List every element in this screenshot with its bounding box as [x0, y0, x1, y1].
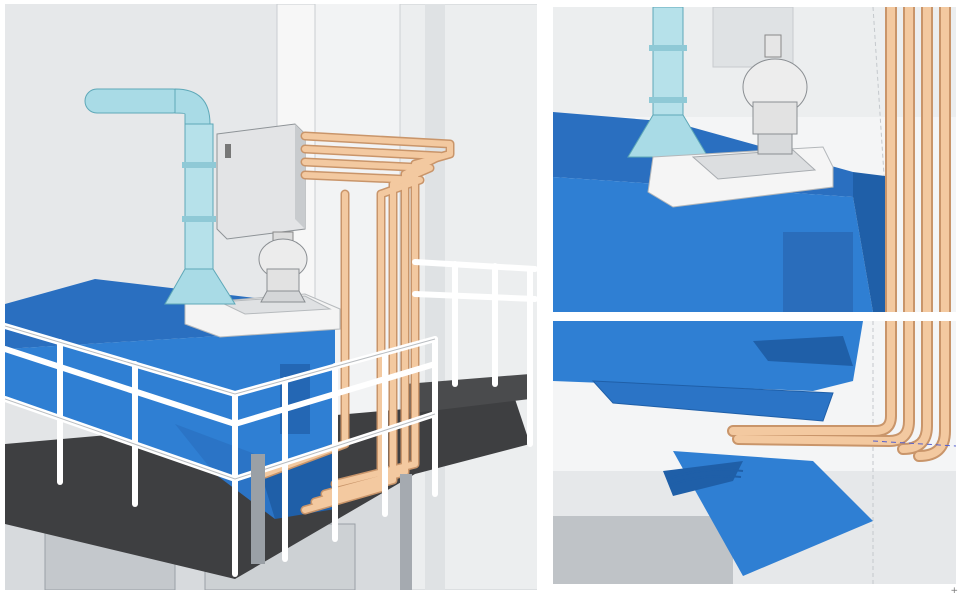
control-box: [216, 123, 306, 240]
bottom-detail-drawing: [553, 321, 956, 584]
detail-hopper-body: [553, 321, 863, 391]
duct-assembly: [84, 88, 236, 305]
detail-loader: [742, 34, 808, 155]
detail-hopper-flange: [591, 380, 834, 422]
top-detail-panel: [553, 7, 956, 312]
detail-duct: [627, 7, 709, 158]
support-post: [251, 454, 265, 564]
hopper-cone: [175, 424, 275, 519]
corner-mark: +: [950, 586, 958, 596]
top-detail-drawing: [553, 7, 956, 312]
overall-view-drawing: [5, 4, 537, 590]
overall-view-panel: [5, 4, 537, 590]
detail-pipe-bend: [727, 321, 951, 462]
bottom-detail-panel: [553, 321, 956, 584]
pipe-bundle: [260, 131, 455, 515]
loader-unit: [258, 231, 308, 303]
detail-pipe-bundle: [885, 7, 951, 312]
